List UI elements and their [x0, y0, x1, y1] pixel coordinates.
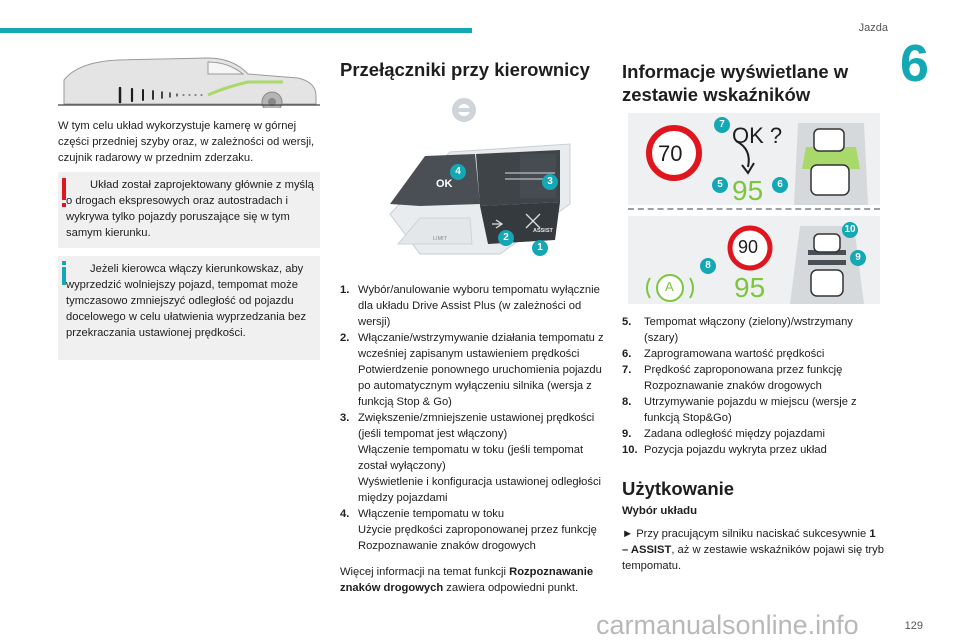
selection-subheading: Wybór układu	[622, 505, 698, 517]
list-number: 8.	[622, 396, 632, 408]
list-item: 2. Włączanie/wstrzymywanie działania tem…	[340, 330, 604, 410]
cluster-info-title: Informacje wyświetlane w zestawie wskaźn…	[622, 60, 884, 106]
ok-button-label: OK	[436, 178, 453, 190]
info-icon	[62, 261, 66, 265]
list-text: Wyświetlenie i konfiguracja ustawionej o…	[358, 476, 602, 504]
car-sensor-illustration	[58, 52, 320, 113]
list-text: Zwiększenie/zmniejszenie ustawionej pręd…	[358, 412, 595, 440]
page-number: 129	[904, 620, 923, 632]
header-accent-bar	[0, 28, 472, 33]
list-text: Wybór/anulowanie wyboru tempomatu wyłącz…	[358, 284, 600, 328]
warning-note: Układ został zaprojektowany głównie z my…	[58, 172, 320, 248]
callout-badge: 2	[498, 230, 514, 246]
list-text: Potwierdzenie ponownego uruchomienia poj…	[358, 364, 602, 408]
warning-icon	[62, 178, 66, 200]
warning-icon-dot	[62, 203, 66, 207]
watermark-logo: carmanualsonline.info	[596, 610, 859, 640]
callout-badge: 8	[700, 258, 716, 274]
auto-hold-icon: A	[665, 279, 674, 294]
list-text: Utrzymywanie pojazdu w miejscu (wersje z…	[644, 396, 857, 424]
set-speed-value: 95	[732, 175, 764, 206]
list-number: 10.	[622, 444, 638, 456]
intro-paragraph: W tym celu układ wykorzystuje kamerę w g…	[58, 120, 315, 164]
ok-prompt: OK ?	[732, 123, 783, 148]
callout-badge: 4	[450, 164, 466, 180]
steering-switch-figure: OK ASSIST LIMIT 4 3 2 1	[380, 94, 580, 264]
step-text-end: , aż w zestawie wskaźników pojawi się tr…	[622, 544, 884, 572]
list-item: 4. Włączenie tempomatu w toku Użycie prę…	[340, 506, 604, 554]
set-speed-value-2: 95	[734, 272, 766, 303]
list-item: 7. Prędkość zaproponowana przez funkcję …	[622, 362, 886, 394]
more-info-bold: Rozpoznawanie znaków drogowych	[340, 566, 594, 594]
list-item: 6. Zaprogramowana wartość prędkości	[622, 346, 886, 362]
list-number: 4.	[340, 508, 350, 520]
bullet-arrow-icon: ►	[622, 528, 634, 540]
list-number: 1.	[340, 284, 350, 296]
warning-text: Układ został zaprojektowany głównie z my…	[66, 179, 314, 239]
steering-switches-title: Przełączniki przy kierownicy	[340, 59, 590, 80]
callout-badge: 5	[712, 177, 728, 193]
figure-divider	[628, 208, 880, 210]
chapter-number: 6	[900, 35, 929, 93]
assist-button-label: ASSIST	[533, 228, 553, 234]
list-text: Użycie prędkości zaproponowanej przez fu…	[358, 524, 597, 552]
list-item: 1. Wybór/anulowanie wyboru tempomatu wył…	[340, 282, 604, 330]
list-number: 6.	[622, 348, 632, 360]
list-text: Prędkość zaproponowana przez funkcję Roz…	[644, 364, 843, 392]
list-number: 5.	[622, 316, 632, 328]
cluster-display-figure-top: 70 OK ? 95 7 5 6	[628, 113, 880, 206]
list-item: 5. Tempomat włączony (zielony)/wstrzyman…	[622, 314, 886, 346]
usage-step: ► Przy pracującym silniku naciskać sukce…	[622, 526, 884, 574]
list-text: Zaprogramowana wartość prędkości	[644, 348, 825, 360]
list-number: 3.	[340, 412, 350, 424]
speed-limit-sign-value-2: 90	[738, 237, 759, 257]
list-text: Włączenie tempomatu w toku (jeśli tempom…	[358, 444, 584, 472]
callout-badge: 3	[542, 174, 558, 190]
more-info-text: Więcej informacji na temat funkcji	[340, 566, 510, 578]
step-text: Przy pracującym silniku naciskać sukcesy…	[636, 528, 867, 540]
switch-list: 1. Wybór/anulowanie wyboru tempomatu wył…	[340, 282, 604, 554]
list-text: Tempomat włączony (zielony)/wstrzymany (…	[644, 316, 853, 344]
callout-badge: 7	[714, 117, 730, 133]
more-info-suffix: zawiera odpowiedni punkt.	[443, 582, 579, 594]
callout-badge: 6	[772, 177, 788, 193]
callout-badge: 9	[850, 250, 866, 266]
info-icon-bar	[62, 267, 66, 285]
info-note: Jeżeli kierowca włączy kierunkowskaz, ab…	[58, 256, 320, 360]
info-text: Jeżeli kierowca włączy kierunkowskaz, ab…	[66, 263, 307, 339]
callout-badge: 10	[842, 222, 858, 238]
more-info-paragraph: Więcej informacji na temat funkcji Rozpo…	[340, 564, 604, 596]
section-title: Jazda	[858, 22, 888, 34]
list-number: 7.	[622, 364, 632, 376]
cluster-list: 5. Tempomat włączony (zielony)/wstrzyman…	[622, 314, 886, 458]
list-text: Pozycja pojazdu wykryta przez układ	[644, 444, 827, 456]
cluster-display-figure-bottom: 90 95 A 10 9 8	[628, 216, 880, 304]
list-text: Włączanie/wstrzymywanie działania tempom…	[358, 332, 604, 360]
list-item: 10. Pozycja pojazdu wykryta przez układ	[622, 442, 886, 458]
callout-badge: 1	[532, 240, 548, 256]
list-item: 9. Zadana odległość między pojazdami	[622, 426, 886, 442]
step-bold: 1 – ASSIST	[622, 528, 876, 556]
usage-title: Użytkowanie	[622, 478, 735, 499]
list-item: 8. Utrzymywanie pojazdu w miejscu (wersj…	[622, 394, 886, 426]
list-number: 9.	[622, 428, 632, 440]
title-line: zestawie wskaźników	[622, 84, 811, 105]
list-text: Zadana odległość między pojazdami	[644, 428, 825, 440]
speed-limit-sign-value: 70	[658, 141, 683, 166]
list-item: 3. Zwiększenie/zmniejszenie ustawionej p…	[340, 410, 604, 506]
limit-button-label: LIMIT	[433, 236, 448, 242]
title-line: Informacje wyświetlane w	[622, 61, 849, 82]
list-number: 2.	[340, 332, 350, 344]
list-text: Włączenie tempomatu w toku	[358, 508, 505, 520]
